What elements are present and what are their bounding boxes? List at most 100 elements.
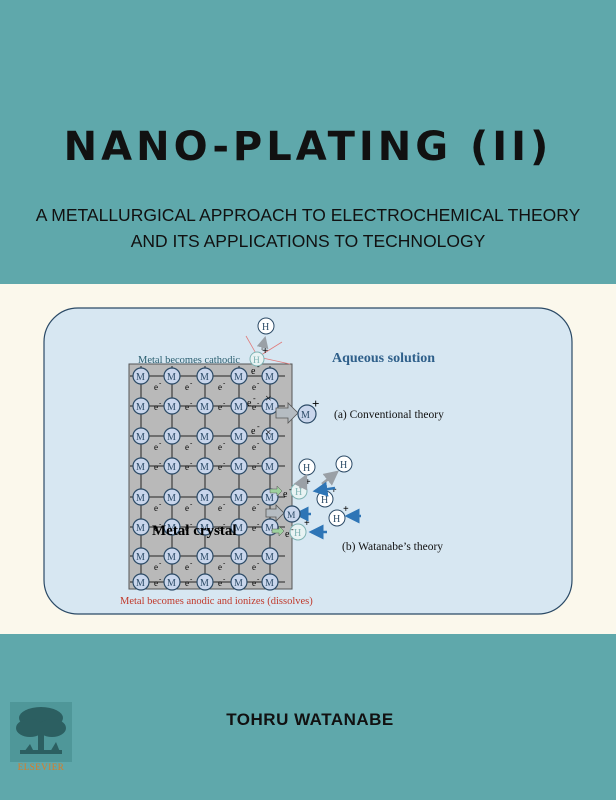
svg-text:M: M [200,432,209,443]
metal-atom: M [230,547,248,565]
surface-electron-2: e- [247,394,256,409]
lattice-electron: e- [218,459,226,472]
svg-text:e: e [218,442,222,452]
lattice-electron: e- [252,575,260,588]
watanabe-electron-2: e- [285,525,294,540]
svg-text:e: e [252,523,256,533]
bottom-band [0,634,616,800]
metal-atom: M [196,488,214,506]
svg-text:-: - [257,439,260,447]
lattice-electron: e- [185,500,193,513]
lattice-electron: e- [154,500,162,513]
lattice-electron: e- [218,399,226,412]
metal-atom: M [132,547,150,565]
metal-atom: M [163,547,181,565]
svg-text:M: M [200,523,209,534]
svg-text:M: M [167,462,176,473]
svg-text:M: M [167,493,176,504]
svg-text:-: - [159,575,162,583]
lattice-electron: e- [185,520,193,533]
svg-text:M: M [234,432,243,443]
svg-text:-: - [223,459,226,467]
svg-text:e: e [218,523,222,533]
svg-text:e: e [185,578,189,588]
metal-atom: M [132,518,150,536]
svg-text:-: - [257,500,260,508]
svg-text:e: e [218,503,222,513]
svg-text:e: e [185,442,189,452]
svg-text:e: e [185,462,189,472]
svg-text:M: M [301,410,310,421]
ion-release-arrow [275,402,299,424]
svg-text:M: M [167,523,176,534]
dissolved-metal-ion: M [297,404,317,424]
svg-text:-: - [223,379,226,387]
metal-atom: M [132,488,150,506]
svg-text:M: M [136,493,145,504]
svg-text:M: M [136,523,145,534]
metal-atom: M [261,397,279,415]
metal-cathodic-label: Metal becomes cathodic [138,355,240,366]
lattice-electron: e- [218,520,226,533]
svg-text:e: e [185,382,189,392]
svg-text:H: H [303,463,310,474]
metal-atom: M [163,457,181,475]
metal-atom: M [132,573,150,591]
svg-text:M: M [234,462,243,473]
svg-text:-: - [159,559,162,567]
svg-text:-: - [190,520,193,528]
metal-atom: M [132,457,150,475]
svg-text:-: - [159,459,162,467]
svg-text:M: M [265,432,274,443]
metal-atom: M [230,427,248,445]
surface-electron-arrows [269,485,285,537]
svg-text:M: M [136,372,145,383]
svg-text:e: e [185,402,189,412]
lattice-electron: e- [154,439,162,452]
metal-atom: M [132,367,150,385]
svg-text:-: - [257,399,260,407]
svg-text:-: - [190,379,193,387]
svg-text:M: M [167,372,176,383]
svg-text:e: e [154,442,158,452]
svg-text:e: e [154,382,158,392]
lattice-electron: e- [154,520,162,533]
svg-text:e: e [185,503,189,513]
svg-text:-: - [223,399,226,407]
watanabe-theory-label: (b) Watanabe’s theory [342,541,443,553]
svg-text:e: e [185,562,189,572]
svg-text:e: e [154,462,158,472]
lattice-electron: e- [252,559,260,572]
lattice-electron: e- [252,459,260,472]
svg-text:-: - [257,422,260,431]
lattice-electron: e- [218,379,226,392]
svg-text:e: e [218,562,222,572]
svg-text:+: + [343,504,349,515]
hydrogen-ion-top: H [257,317,275,335]
watanabe-electron-1: e- [283,485,292,500]
lattice-electron: e- [218,500,226,513]
metal-atom: M [196,397,214,415]
svg-text:e: e [218,462,222,472]
svg-text:M: M [136,578,145,589]
svg-text:M: M [167,432,176,443]
svg-text:-: - [159,520,162,528]
svg-text:e: e [252,503,256,513]
svg-text:e: e [185,523,189,533]
metal-atom: M [196,573,214,591]
svg-text:-: - [190,575,193,583]
metal-ion-charge: + [312,396,319,411]
svg-text:-: - [190,459,193,467]
svg-text:M: M [167,578,176,589]
lattice-electron: e- [154,559,162,572]
svg-text:M: M [265,552,274,563]
metal-atom: M [196,367,214,385]
svg-text:H: H [294,528,301,539]
svg-text:+: + [304,518,310,529]
svg-text:e: e [218,578,222,588]
metal-atom: M [163,367,181,385]
lattice-electron: e- [154,575,162,588]
metal-atom: M [163,573,181,591]
